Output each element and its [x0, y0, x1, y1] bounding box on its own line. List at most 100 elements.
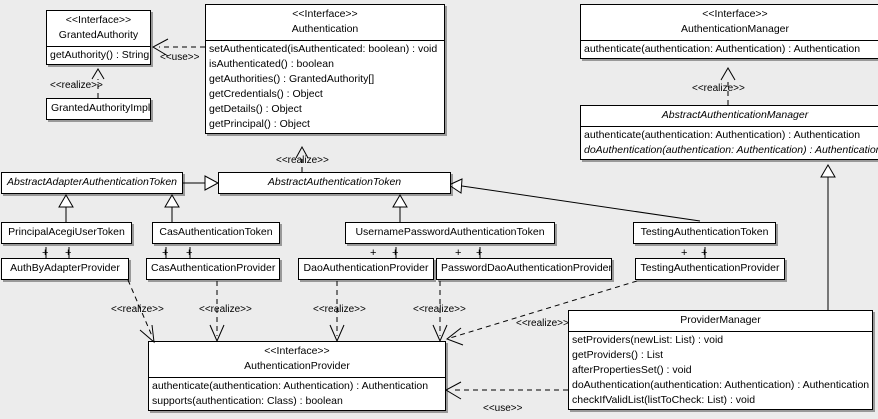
class-abstract-authentication-manager[interactable]: AbstractAuthenticationManager authentica…: [580, 105, 878, 160]
class-cas-authentication-token[interactable]: CasAuthenticationToken: [152, 222, 280, 244]
edge-label-realize-abstractmanager-manager: <<realize>>: [692, 83, 745, 94]
class-abstract-adapter-authentication-token[interactable]: AbstractAdapterAuthenticationToken: [1, 172, 183, 194]
stereotype-interface: <<Interface>>: [264, 345, 330, 357]
class-name: Authentication: [291, 23, 359, 35]
association-marker-plus: +: [392, 247, 399, 259]
operation-afterpropertiesset: afterPropertiesSet() : void: [572, 364, 692, 376]
association-marker-plus: +: [42, 247, 49, 259]
class-dao-authentication-provider[interactable]: DaoAuthenticationProvider: [298, 258, 434, 280]
edge-label-use-providermanager-authenticationprovider: <<use>>: [483, 403, 523, 414]
operation-getproviders: getProviders() : List: [572, 349, 664, 361]
class-name: AuthenticationManager: [681, 23, 789, 35]
class-name: GrantedAuthority: [58, 29, 139, 41]
class-cas-authentication-provider[interactable]: CasAuthenticationProvider: [146, 258, 280, 280]
class-name: DaoAuthenticationProvider: [303, 262, 429, 274]
class-name: CasAuthenticationToken: [159, 226, 273, 238]
edge-label-realize-dao: <<realize>>: [313, 304, 366, 315]
operation-isauthenticated: isAuthenticated() : boolean: [209, 58, 334, 70]
edge-label-realize-passworddao: <<realize>>: [413, 304, 466, 315]
operation-getcredentials: getCredentials() : Object: [209, 88, 323, 100]
class-username-password-authentication-token[interactable]: UsernamePasswordAuthenticationToken: [345, 222, 555, 244]
edge-label-realize-abstracttoken-authentication: <<realize>>: [276, 155, 329, 166]
class-header-granted-authority: <<Interface>> GrantedAuthority: [47, 11, 150, 46]
class-abstract-authentication-token[interactable]: AbstractAuthenticationToken: [218, 172, 451, 194]
class-header-authentication: <<Interface>> Authentication: [206, 5, 444, 40]
operation-checkifvalidlist: checkIfValidList(listToCheck: List) : vo…: [572, 394, 756, 406]
operation-supports: supports(authentication: Class) : boolea…: [152, 395, 343, 407]
operations-compartment: setAuthenticated(isAuthenticated: boolea…: [206, 41, 444, 133]
association-marker-plus: +: [476, 247, 483, 259]
association-marker-plus: +: [186, 247, 193, 259]
generalization-providermanager-abstractauthenticationmanager: [820, 164, 836, 310]
stereotype-interface: <<Interface>>: [702, 8, 768, 20]
operation-getprincipal: getPrincipal() : Object: [209, 118, 310, 130]
operation-authenticate: authenticate(authentication: Authenticat…: [584, 129, 861, 141]
class-authentication-manager[interactable]: <<Interface>> AuthenticationManager auth…: [580, 4, 878, 59]
class-authentication[interactable]: <<Interface>> Authentication setAuthenti…: [205, 4, 445, 134]
class-testing-authentication-token[interactable]: TestingAuthenticationToken: [633, 222, 776, 244]
operation-setproviders: setProviders(newList: List) : void: [572, 334, 724, 346]
edge-label-realize-testing: <<realize>>: [516, 318, 569, 329]
class-name: PasswordDaoAuthenticationProvider: [441, 262, 613, 274]
class-password-dao-authentication-provider[interactable]: PasswordDaoAuthenticationProvider: [436, 258, 612, 280]
class-provider-manager[interactable]: ProviderManager setProviders(newList: Li…: [568, 310, 873, 410]
class-name: ProviderManager: [680, 314, 761, 326]
operation-authenticate: authenticate(authentication: Authenticat…: [584, 43, 861, 55]
operation-setauthenticated: setAuthenticated(isAuthenticated: boolea…: [209, 43, 438, 55]
association-marker-plus: +: [65, 247, 72, 259]
operations-compartment: setProviders(newList: List) : void getPr…: [569, 332, 872, 409]
class-granted-authority-impl[interactable]: GrantedAuthorityImpl: [46, 98, 151, 120]
edge-label-realize-grantedauthorityimpl: <<realize>>: [50, 80, 103, 91]
operation-doauthentication: doAuthentication(authentication: Authent…: [572, 379, 870, 391]
class-name: AbstractAdapterAuthenticationToken: [6, 176, 178, 188]
compartment-separator: [581, 40, 878, 41]
class-testing-authentication-provider[interactable]: TestingAuthenticationProvider: [635, 258, 785, 280]
association-marker-plus: +: [701, 247, 708, 259]
operation-getauthority: getAuthority() : String: [50, 49, 150, 61]
class-granted-authority[interactable]: <<Interface>> GrantedAuthority getAuthor…: [46, 10, 151, 65]
class-header-authentication-manager: <<Interface>> AuthenticationManager: [581, 5, 878, 40]
use-providermanager-authenticationprovider: [444, 381, 568, 400]
operations-compartment: getAuthority() : String: [47, 47, 150, 64]
class-name: TestingAuthenticationProvider: [640, 262, 780, 274]
class-name: AuthByAdapterProvider: [10, 262, 120, 274]
edge-label-realize-cas: <<realize>>: [199, 304, 252, 315]
class-name: GrantedAuthorityImpl: [51, 102, 151, 114]
generalization-abstractadaptertoken-abstractauthenticationtoken: [183, 175, 220, 191]
operation-doauthentication: doAuthentication(authentication: Authent…: [584, 144, 878, 156]
operation-getdetails: getDetails() : Object: [209, 103, 302, 115]
class-authentication-provider[interactable]: <<Interface>> AuthenticationProvider aut…: [148, 341, 446, 411]
compartment-separator: [149, 377, 445, 378]
generalization-principalacegiusertoken-abstractadaptertoken: [58, 194, 74, 222]
compartment-separator: [206, 40, 444, 41]
stereotype-interface: <<Interface>>: [292, 8, 358, 20]
operations-compartment: authenticate(authentication: Authenticat…: [581, 41, 878, 58]
compartment-separator: [569, 331, 872, 332]
operation-getauthorities: getAuthorities() : GrantedAuthority[]: [209, 73, 375, 85]
class-name: UsernamePasswordAuthenticationToken: [355, 226, 545, 238]
class-header-authentication-provider: <<Interface>> AuthenticationProvider: [149, 342, 445, 377]
class-name: TestingAuthenticationToken: [640, 226, 769, 238]
class-name: AbstractAuthenticationManager: [661, 109, 809, 121]
association-marker-plus: +: [455, 247, 462, 259]
class-name: AbstractAuthenticationToken: [267, 176, 402, 188]
generalization-testingauthenticationtoken-abstractauthenticationtoken: [447, 178, 701, 222]
stereotype-interface: <<Interface>>: [65, 14, 132, 26]
operation-authenticate: authenticate(authentication: Authenticat…: [152, 380, 429, 392]
compartment-separator: [47, 46, 150, 47]
operations-compartment: authenticate(authentication: Authenticat…: [581, 127, 878, 159]
edge-label-realize-authbyadapter: <<realize>>: [111, 304, 164, 315]
compartment-separator: [581, 126, 878, 127]
class-auth-by-adapter-provider[interactable]: AuthByAdapterProvider: [1, 258, 129, 280]
operations-compartment: authenticate(authentication: Authenticat…: [149, 378, 445, 410]
edge-label-use-authentication-grantedauthority: <<use>>: [160, 52, 200, 63]
association-marker-plus: +: [681, 247, 688, 259]
class-name: AuthenticationProvider: [244, 360, 350, 372]
class-name: PrincipalAcegiUserToken: [8, 226, 125, 238]
class-principal-acegi-user-token[interactable]: PrincipalAcegiUserToken: [1, 222, 132, 244]
generalization-usernamepasswordtoken-abstractauthenticationtoken: [392, 194, 408, 222]
class-name: CasAuthenticationProvider: [151, 262, 276, 274]
generalization-casauthenticationtoken-abstractauthenticationtoken: [164, 194, 180, 222]
association-marker-plus: +: [370, 247, 377, 259]
